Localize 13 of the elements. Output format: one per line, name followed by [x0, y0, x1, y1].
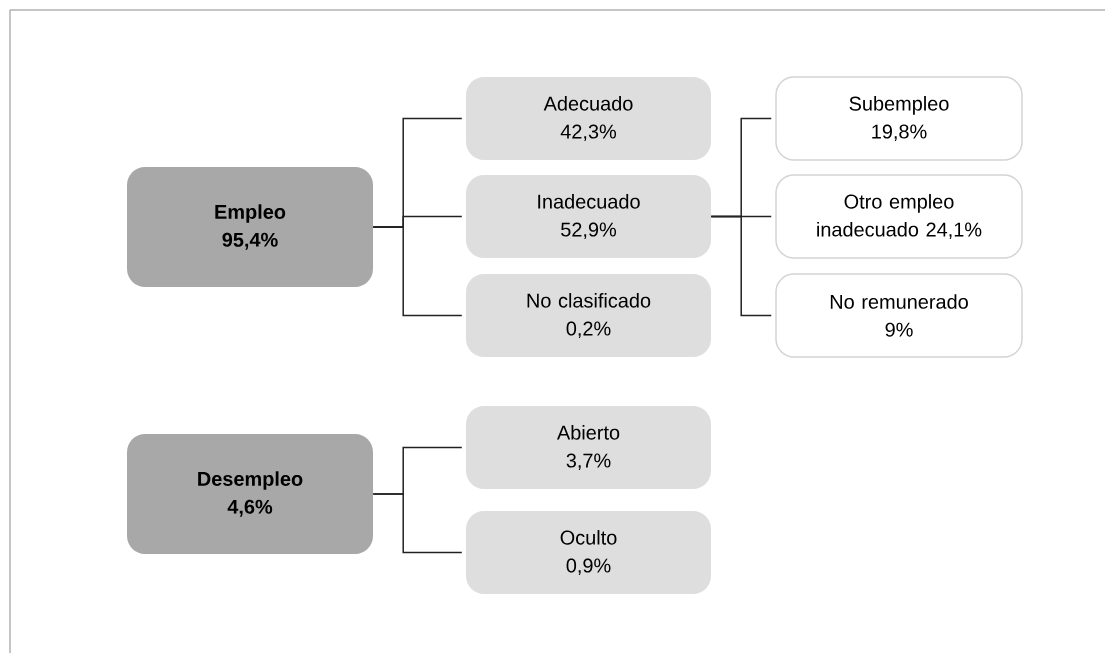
connector-line — [710, 215, 772, 317]
category-box: Oculto 0,9% — [466, 511, 711, 594]
category-box: No remunerado 9% — [775, 273, 1023, 358]
category-box: Inadecuado 52,9% — [466, 175, 711, 258]
category-box: Subempleo 19,8% — [775, 76, 1023, 161]
category-box: Abierto 3,7% — [466, 406, 711, 489]
connector-line — [372, 226, 463, 317]
connector-line — [372, 493, 463, 554]
category-box: Adecuado 42,3% — [466, 77, 711, 160]
category-box: Desempleo 4,6% — [127, 434, 373, 554]
category-box: Empleo 95,4% — [127, 167, 373, 287]
category-box: No clasificado 0,2% — [466, 274, 711, 357]
category-box: Otro empleo inadecuado 24,1% — [775, 174, 1023, 259]
